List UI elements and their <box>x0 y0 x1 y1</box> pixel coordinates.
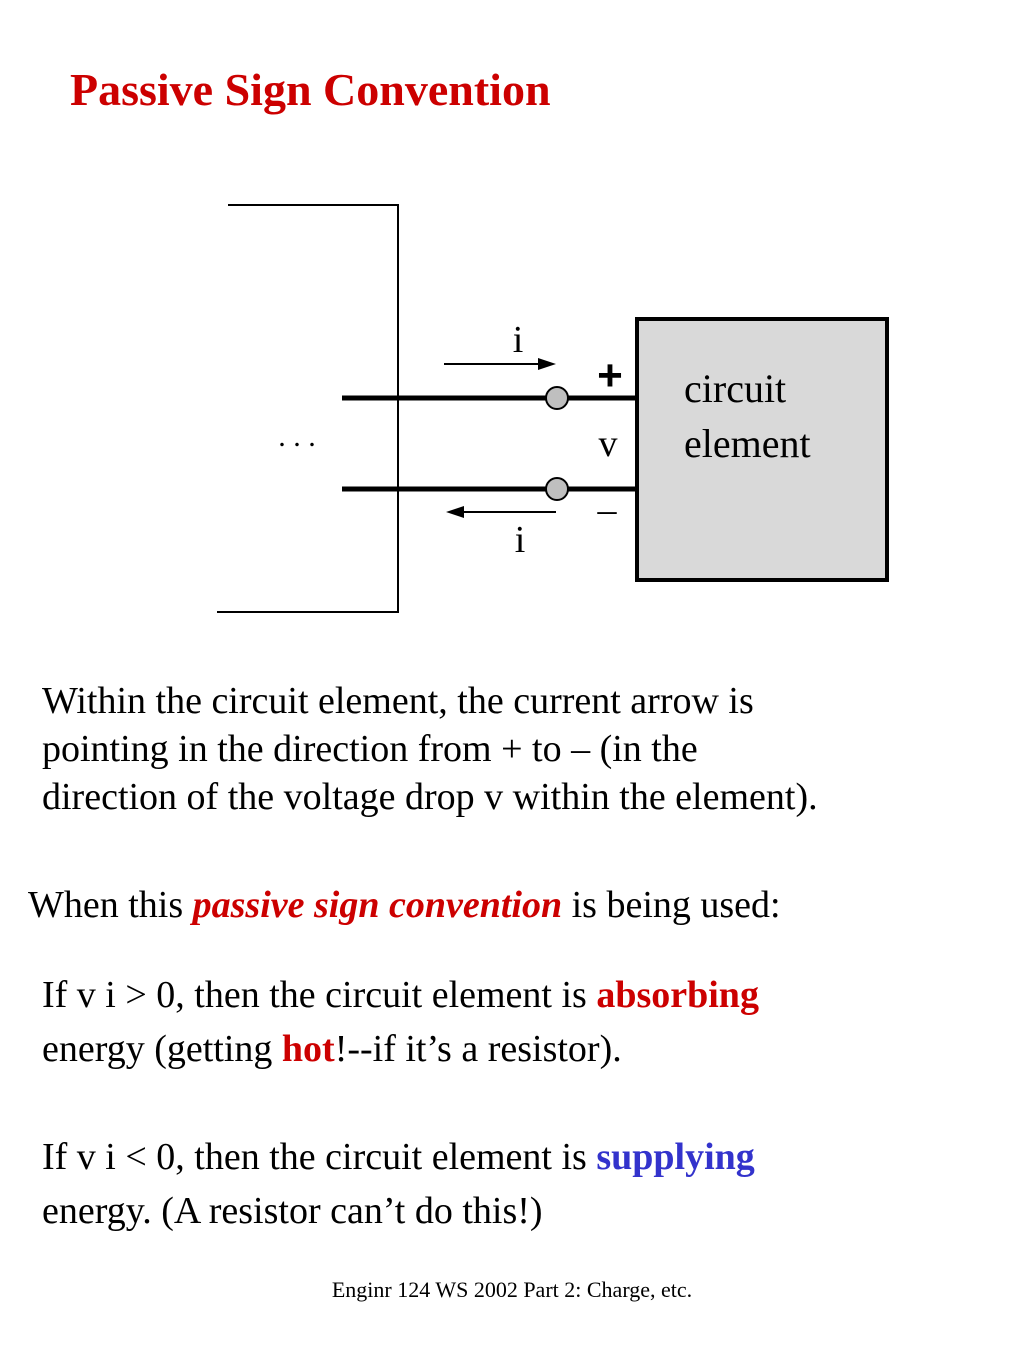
explanation-line: Within the circuit element, the current … <box>42 680 754 722</box>
circuit-bracket <box>217 204 399 613</box>
voltage-label: v <box>599 423 618 465</box>
current-label-bottom: i <box>515 519 526 561</box>
element-label-line2: element <box>684 421 811 466</box>
case-negative-line2: energy. (A resistor can’t do this!) <box>42 1190 543 1232</box>
case-negative: If v i < 0, then the circuit element is … <box>42 1130 755 1238</box>
footer: Enginr 124 WS 2002 Part 2: Charge, etc. <box>331 1277 693 1302</box>
circuit-diagram: i i + – v . . . circuit element <box>217 204 889 613</box>
absorbing-highlight: absorbing <box>596 974 759 1016</box>
top-terminal <box>545 386 569 410</box>
intro-text: is being used: <box>562 884 781 926</box>
current-label-top: i <box>513 319 524 361</box>
current-arrow-top-head <box>538 358 556 370</box>
bottom-terminal <box>545 477 569 501</box>
page-title: Passive Sign Convention <box>70 64 551 115</box>
case-positive-line1: If v i > 0, then the circuit element is … <box>42 968 759 1022</box>
case-positive-line2: energy (getting hot!--if it’s a resistor… <box>42 1022 759 1076</box>
case-positive: If v i > 0, then the circuit element is … <box>42 968 759 1076</box>
explanation-line: direction of the voltage drop v within t… <box>42 776 818 818</box>
case-text: If v i < 0, then the circuit element is <box>42 1136 597 1178</box>
convention-emphasis: passive sign convention <box>192 884 563 926</box>
supplying-highlight: supplying <box>596 1136 755 1178</box>
element-label-line1: circuit <box>684 366 786 411</box>
case-negative-line1: If v i < 0, then the circuit element is … <box>42 1130 755 1184</box>
intro-text: When this <box>28 884 193 926</box>
hot-highlight: hot <box>281 1028 335 1070</box>
case-text: energy (getting <box>42 1028 282 1070</box>
case-text: !--if it’s a resistor). <box>334 1028 622 1070</box>
explanation-line: pointing in the direction from + to – (i… <box>42 728 698 770</box>
current-arrow-bottom-head <box>446 506 464 518</box>
ellipsis: . . . <box>278 420 316 453</box>
plus-sign: + <box>597 351 623 400</box>
explanation-paragraph: Within the circuit element, the current … <box>42 677 818 821</box>
case-text: If v i > 0, then the circuit element is <box>42 974 597 1016</box>
minus-sign: – <box>597 489 618 531</box>
convention-intro: When this passive sign convention is bei… <box>28 881 781 929</box>
circuit-element-box <box>635 317 889 582</box>
